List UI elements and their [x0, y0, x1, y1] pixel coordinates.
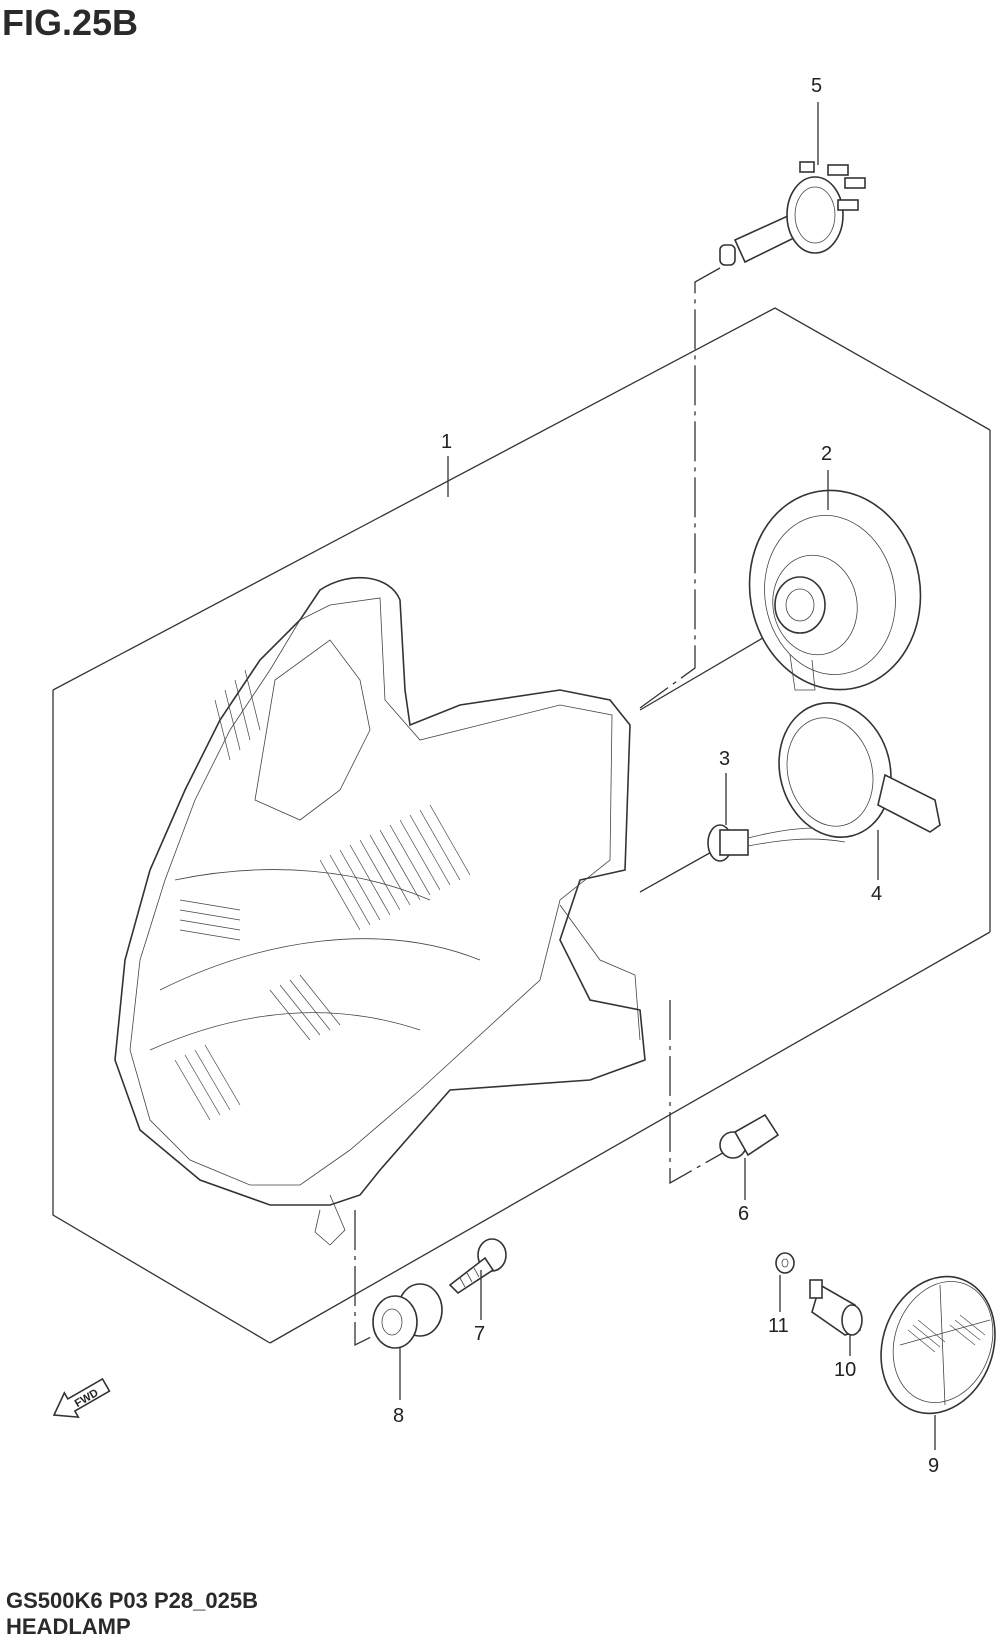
spacer-icon [809, 1279, 863, 1336]
figure-title: FIG.25B [2, 2, 139, 43]
callout-5: 5 [811, 75, 822, 97]
cushion-icon [372, 1283, 443, 1349]
callout-10: 10 [834, 1359, 856, 1381]
section-name: HEADLAMP [6, 1614, 131, 1639]
washer-icon [775, 1252, 795, 1274]
reflector-icon [880, 1275, 996, 1415]
callout-2: 2 [821, 443, 832, 465]
grommet-icon [778, 701, 941, 839]
callout-3: 3 [719, 748, 730, 770]
callout-7: 7 [474, 1323, 485, 1345]
callout-labels: 1 2 3 4 5 6 7 8 9 10 11 [393, 75, 939, 1477]
callout-leaders [399, 102, 936, 1450]
headlamp-bulb-icon [719, 161, 866, 266]
callout-1: 1 [441, 431, 452, 453]
position-bulb-icon [719, 1113, 780, 1159]
fwd-arrow-icon: FWD [52, 1377, 111, 1419]
callout-6: 6 [738, 1203, 749, 1225]
socket-cover-icon [748, 489, 922, 691]
callout-8: 8 [393, 1405, 404, 1427]
screw-icon [448, 1238, 507, 1295]
assembly-frame [52, 307, 991, 1344]
callout-9: 9 [928, 1455, 939, 1477]
model-code: GS500K6 P03 P28_025B [6, 1588, 258, 1613]
callout-4: 4 [871, 883, 882, 905]
bulb-socket-icon [707, 824, 846, 862]
headlamp-assembly-icon [114, 576, 646, 1246]
callout-11: 11 [768, 1315, 789, 1337]
fwd-label: FWD [73, 1387, 101, 1410]
